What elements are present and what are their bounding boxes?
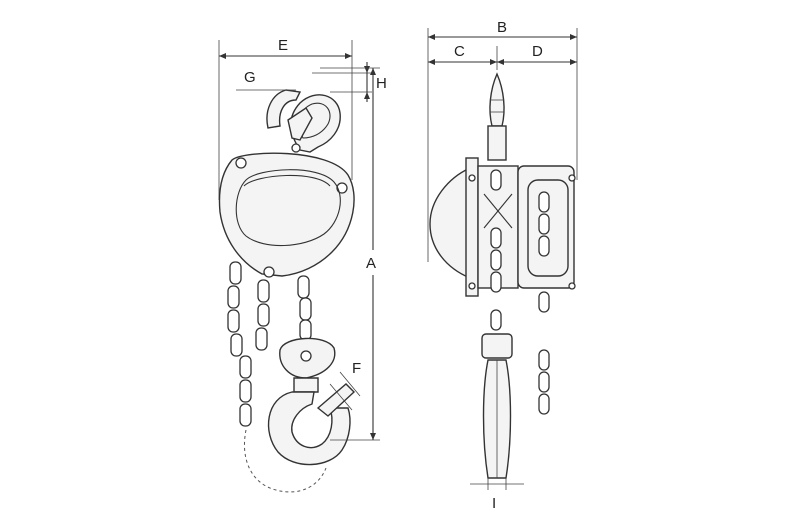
label-d: D — [532, 43, 543, 60]
dimension-e: E — [218, 37, 353, 200]
label-a: A — [366, 255, 376, 272]
hoist-body — [218, 152, 355, 278]
side-body — [429, 157, 576, 297]
label-b: B — [497, 19, 507, 36]
bottom-hook — [267, 337, 356, 466]
side-hand-chain — [538, 191, 550, 415]
dimension-b: B — [427, 19, 578, 262]
side-view: B C D — [427, 19, 578, 512]
label-h: H — [376, 75, 387, 92]
dimension-a: A — [320, 67, 380, 441]
load-chain — [297, 275, 312, 341]
label-g: G — [244, 69, 256, 86]
label-c: C — [454, 43, 465, 60]
side-bottom-hook — [481, 333, 513, 479]
label-e: E — [278, 37, 288, 54]
dimension-f: F — [329, 360, 361, 411]
front-view: E G H — [218, 37, 387, 493]
side-load-chain — [490, 169, 502, 331]
side-top-hook — [487, 72, 507, 161]
label-i: I — [492, 495, 496, 512]
hand-chain — [227, 261, 327, 493]
top-hook — [266, 89, 341, 153]
dimension-i: I — [470, 478, 524, 512]
dimension-c-d: C D — [428, 43, 577, 70]
label-f: F — [352, 360, 361, 377]
